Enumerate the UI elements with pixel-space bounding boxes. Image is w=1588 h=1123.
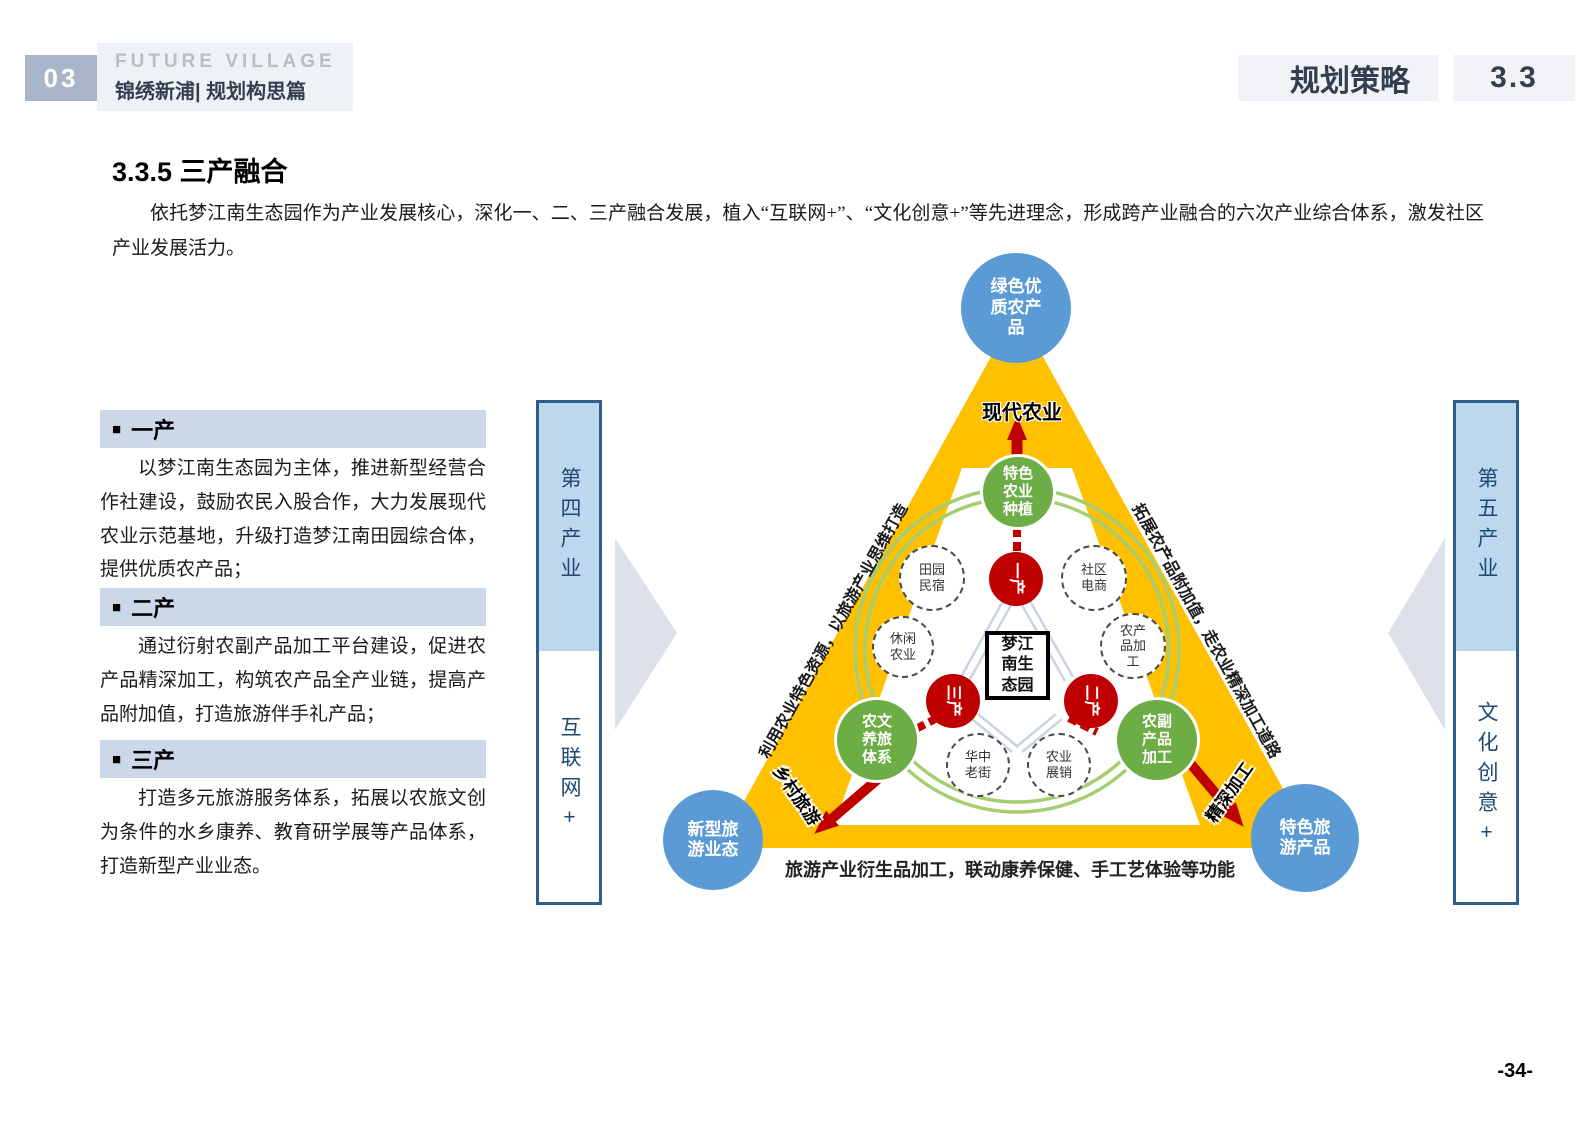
- brand-block: FUTURE VILLAGE 锦绣新浦| 规划构思篇: [97, 43, 353, 111]
- node-agriculture-expo: 农业展销: [1027, 733, 1091, 797]
- industry-integration-diagram: 绿色优质农产品 新型旅游业态 特色旅游产品 现代农业 利用农业特色资源，以旅游产…: [600, 250, 1450, 915]
- node-produce-processing: 农产品加工: [1100, 613, 1166, 679]
- section-title: 三产: [131, 748, 176, 773]
- section-body-secondary-industry: 通过衍射农副产品加工平台建设，促进农产品精深加工，构筑农产品全产业链，提高产品附…: [100, 636, 486, 725]
- node-agri-byproduct-processing: 农副产品加工: [1114, 697, 1200, 783]
- section-header-secondary-industry: ■ 二产: [100, 588, 486, 626]
- section-title: 二产: [131, 596, 176, 621]
- pillar-label-fifth-industry: 第五产业: [1475, 467, 1498, 587]
- pillar-top-segment: 第五产业: [1456, 403, 1516, 651]
- node-featured-agriculture-planting: 特色农业种植: [980, 454, 1056, 530]
- square-bullet-icon: ■: [112, 598, 122, 616]
- chevron-left-icon: [1388, 538, 1445, 730]
- pillar-top-segment: 第四产业: [539, 403, 599, 651]
- section-header-primary-industry: ■ 一产: [100, 410, 486, 448]
- pillar-bottom-segment: 互联网+: [539, 651, 599, 902]
- section-body-tertiary-industry: 打造多元旅游服务体系，拓展以农旅文创为条件的水乡康养、教育研学展等产品体系，打造…: [100, 788, 486, 877]
- circle-green-quality-produce: 绿色优质农产品: [961, 253, 1071, 363]
- diagram-caption: 旅游产业衍生品加工，联动康养保健、手工艺体验等功能: [785, 860, 1235, 880]
- document-title: 锦绣新浦| 规划构思篇: [115, 80, 307, 103]
- node-tertiary-industry: 三产: [926, 674, 980, 728]
- brand-english: FUTURE VILLAGE: [115, 50, 336, 72]
- section-header-tertiary-industry: ■ 三产: [100, 740, 486, 778]
- square-bullet-icon: ■: [112, 750, 122, 768]
- circle-featured-tourism-products: 特色旅游产品: [1251, 784, 1359, 892]
- page-title: 3.3.5 三产融合: [112, 157, 288, 187]
- node-secondary-industry: 二产: [1064, 674, 1118, 728]
- pillar-fifth-industry: 第五产业 文化创意+: [1453, 400, 1519, 905]
- section-body-primary-industry: 以梦江南生态园为主体，推进新型经营合作社建设，鼓励农民入股合作，大力发展现代农业…: [100, 458, 486, 581]
- node-primary-industry: 一产: [989, 552, 1043, 606]
- circle-new-tourism-formats: 新型旅游业态: [663, 790, 763, 890]
- pillar-label-internet-plus: 互联网+: [558, 715, 581, 838]
- node-rural-homestay: 田园民宿: [899, 545, 965, 611]
- pillar-label-culture-creative-plus: 文化创意+: [1475, 700, 1498, 853]
- node-leisure-agriculture: 休闲农业: [872, 616, 934, 678]
- node-huazhong-old-street: 华中老街: [946, 733, 1010, 797]
- pillar-label-fourth-industry: 第四产业: [558, 467, 581, 587]
- node-agri-culture-wellness-tourism: 农文养旅体系: [834, 697, 920, 783]
- modern-agriculture-label: 现代农业: [982, 402, 1062, 424]
- chevron-right-icon: [615, 538, 677, 730]
- node-community-ecommerce: 社区电商: [1061, 545, 1127, 611]
- pillar-bottom-segment: 文化创意+: [1456, 651, 1516, 902]
- center-box-mengjiangnan-ecopark: 梦江南生态园: [985, 631, 1050, 700]
- section-number: 3.3: [1453, 55, 1575, 101]
- page-number: -34-: [1497, 1060, 1533, 1082]
- square-bullet-icon: ■: [112, 420, 122, 438]
- section-title: 一产: [131, 418, 176, 443]
- pillar-fourth-industry: 第四产业 互联网+: [536, 400, 602, 905]
- intro-paragraph: 依托梦江南生态园作为产业发展核心，深化一、二、三产融合发展，植入“互联网+”、“…: [112, 203, 1484, 260]
- section-name: 规划策略: [1238, 55, 1438, 101]
- chapter-number-badge: 03: [25, 55, 97, 101]
- arrow-deep-processing: [1181, 753, 1244, 827]
